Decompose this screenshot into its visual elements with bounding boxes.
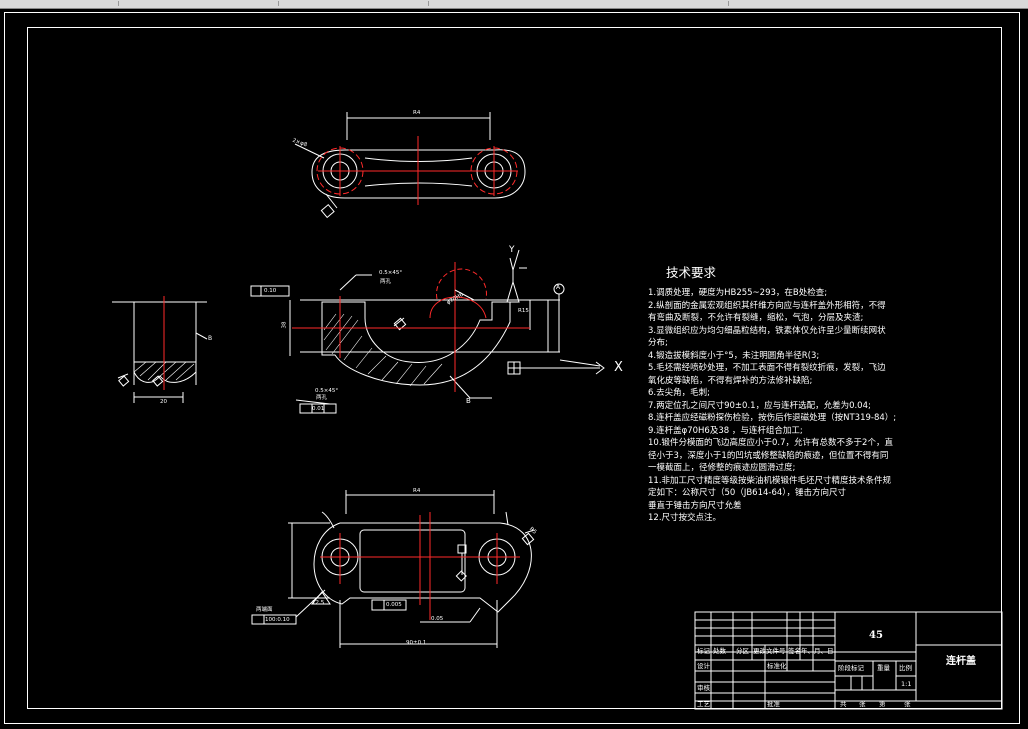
tb-sheets-index: 第 xyxy=(879,700,886,708)
tb-header-mark: 标记 xyxy=(697,647,710,655)
dim-section-height: 38 xyxy=(281,321,288,329)
label-y: Y xyxy=(509,245,515,255)
section-hatch xyxy=(323,313,443,387)
tb-header-zone: 分区 xyxy=(736,647,749,655)
label-bottom-note: 两端面 xyxy=(256,607,273,613)
tech-item: 有弯曲及断裂，不允许有裂缝，缩松，气泡，分层及夹渣; xyxy=(648,313,864,323)
tb-sheets-unit2: 张 xyxy=(904,700,911,708)
label-x: X xyxy=(614,360,623,375)
tech-item: 8.连杆盖应经磁粉探伤检验，按伤后作退磁处理（按NT319-84）; xyxy=(648,413,897,423)
bottom-view-centerlines xyxy=(320,512,520,620)
toolbar-segment xyxy=(0,1,119,6)
dim-top-width: R4 xyxy=(413,110,421,116)
toolbar-segment xyxy=(118,1,279,6)
left-view-hatch xyxy=(133,361,195,381)
tol-bottom: 0.005 xyxy=(386,602,402,608)
ref-bottom-left: 100:0.10 xyxy=(265,617,290,623)
dim-angle: 12.5 xyxy=(312,600,325,606)
label-a: A xyxy=(556,284,561,291)
tb-header-sign: 签名 xyxy=(788,647,801,655)
label-b-section: B xyxy=(466,397,471,405)
dim-hole-2: 两孔 xyxy=(316,395,328,401)
section-view xyxy=(250,249,605,414)
tech-item: 11.非加工尺寸精度等级按柴油机模锻件毛坯尺寸精度技术条件规 xyxy=(648,475,892,486)
dim-left-width: 20 xyxy=(160,399,167,405)
dim-chamfer-2: 0.5×45° xyxy=(315,388,339,394)
bottom-view xyxy=(251,490,535,648)
tol-flatness: 0.10 xyxy=(264,288,277,294)
tech-item: 7.两定位孔之间尺寸90±0.1，应与连杆选配，允差为0.04; xyxy=(648,400,871,411)
tb-scale-label: 比例 xyxy=(899,664,912,672)
dim-r5: R5 xyxy=(527,526,538,536)
tol-position: 0.05 xyxy=(431,616,444,622)
tech-item: 分布; xyxy=(648,338,668,348)
dim-bottom-span: 90±0.1 xyxy=(406,640,427,646)
technical-requirements: 技术要求 1.调质处理，硬度为HB255~293，在B处检查; 2.纵剖面的金属… xyxy=(648,266,938,525)
dim-bottom-width: R4 xyxy=(413,488,421,494)
tb-header-count: 处数 xyxy=(713,647,726,655)
tol-perpendicularity: 0.01 xyxy=(312,406,325,412)
title-block-grid xyxy=(694,611,1003,710)
tech-item: 10.锻件分模面的飞边高度应小于0.7，允许有总数不多于2个，直 xyxy=(648,438,893,448)
tb-header-change: 更改文件号 xyxy=(753,647,786,655)
dim-top-hole: 2×φ8 xyxy=(291,137,308,149)
tech-item: 6.去尖角，毛刺; xyxy=(648,388,710,398)
tech-item: 垂直于锤击方向尺寸允差 xyxy=(648,500,742,511)
tech-item: 氧化皮等缺陷，不得有焊补的方法修补缺陷; xyxy=(648,375,813,386)
tech-item: 3.显微组织应为均匀细晶粒结构，铁素体仅允许呈少量断续网状 xyxy=(648,325,886,336)
tb-design: 设计 xyxy=(697,662,710,670)
tb-header-date: 年、月、日 xyxy=(801,647,834,655)
tb-sheets-total: 共 xyxy=(840,700,847,708)
tb-scale: 1:1 xyxy=(901,680,912,688)
dim-section-r: R15 xyxy=(518,308,529,314)
section-centerlines xyxy=(292,262,530,392)
tb-standardization: 标准化 xyxy=(767,662,787,670)
tech-item: 2.纵剖面的金属宏观组织其纤维方向应与连杆盖外形相符，不得 xyxy=(648,300,886,311)
tb-approve: 批准 xyxy=(767,700,780,708)
tb-stage-mark: 阶段标记 xyxy=(838,664,864,672)
tech-item: 径小于3，深度小于1的凹坑或修整缺陷的痕迹，但位置不得有同 xyxy=(648,450,889,461)
tech-item: 5.毛坯需经喷砂处理，不加工表面不得有裂纹折痕，发裂，飞边 xyxy=(648,363,886,373)
tb-process: 工艺 xyxy=(697,700,710,708)
top-view-centerlines xyxy=(316,136,518,205)
tech-item: 一模截面上，径修整的痕迹应圆滑过度; xyxy=(648,463,796,473)
cad-toolbar-strip xyxy=(0,0,1028,9)
drawing-outer-border xyxy=(4,12,1020,724)
label-b-left: B xyxy=(208,335,213,342)
toolbar-segment xyxy=(278,1,429,6)
tech-item: 12.尺寸按交点注。 xyxy=(648,513,722,523)
tech-title: 技术要求 xyxy=(666,265,717,280)
tb-review: 审核 xyxy=(697,684,710,692)
material: 45 xyxy=(869,630,883,641)
toolbar-segment xyxy=(428,1,729,6)
tb-sheets-unit1: 张 xyxy=(859,700,866,708)
dim-hole-1: 两孔 xyxy=(380,279,392,285)
dim-section-bore: φ70H6 xyxy=(445,291,465,307)
tech-item: 定如下：公称尺寸（50（JB614-64），锤击方向尺寸 xyxy=(648,488,847,498)
dim-chamfer-1: 0.5×45° xyxy=(379,270,403,276)
drawing-inner-border xyxy=(27,27,1002,709)
tb-weight: 重量 xyxy=(877,664,890,672)
tech-item: 4.锻造拔模斜度小于°5，未注明圆角半径R(3; xyxy=(648,350,820,361)
tech-item: 9.连杆盖φ70H6及38 ，与连杆组合加工; xyxy=(648,425,803,436)
part-name: 连杆盖 xyxy=(946,656,976,667)
tech-item: 1.调质处理，硬度为HB255~293，在B处检查; xyxy=(648,288,828,298)
